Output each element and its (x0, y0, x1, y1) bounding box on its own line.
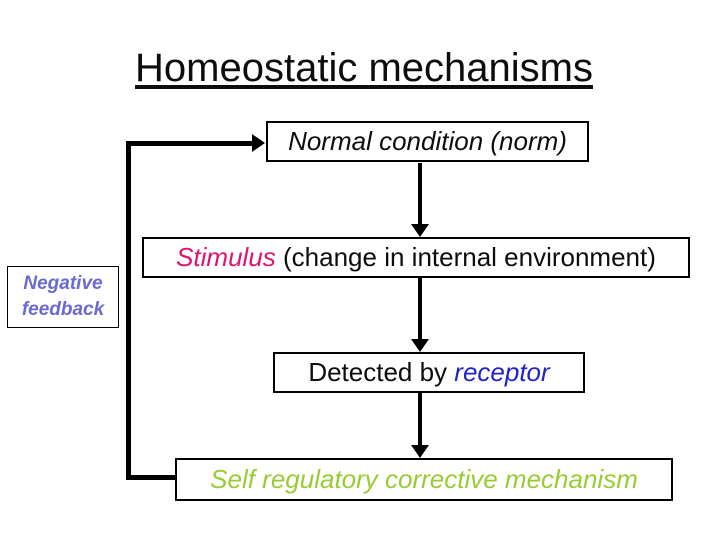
stimulus-highlight-text: Stimulus (176, 242, 276, 272)
feedback-loop-bottom-line (126, 475, 177, 480)
normal-condition-box: Normal condition (norm) (266, 121, 589, 162)
detected-prefix-text: Detected by (308, 357, 455, 387)
detected-by-receptor-box: Detected by receptor (273, 352, 585, 393)
negative-feedback-line2: feedback (21, 299, 105, 320)
feedback-loop-vertical-line (126, 141, 131, 480)
negative-feedback-line1: Negative (23, 273, 103, 295)
arrow-down-icon (411, 163, 429, 237)
stimulus-rest-text: (change in internal environment) (275, 242, 656, 272)
negative-feedback-label: Negative feedback (7, 266, 119, 328)
feedback-loop-top-line (126, 141, 254, 146)
slide-title: Homeostatic mechanisms (135, 46, 593, 90)
normal-condition-text: Normal condition (norm) (288, 126, 567, 156)
arrow-right-icon (252, 134, 265, 152)
arrow-down-icon (411, 278, 429, 352)
stimulus-box: Stimulus (change in internal environment… (142, 237, 690, 278)
corrective-mechanism-box: Self regulatory corrective mechanism (175, 458, 673, 501)
receptor-highlight-text: receptor (454, 357, 550, 387)
corrective-mechanism-text: Self regulatory corrective mechanism (210, 464, 638, 494)
arrow-down-icon (411, 393, 429, 458)
